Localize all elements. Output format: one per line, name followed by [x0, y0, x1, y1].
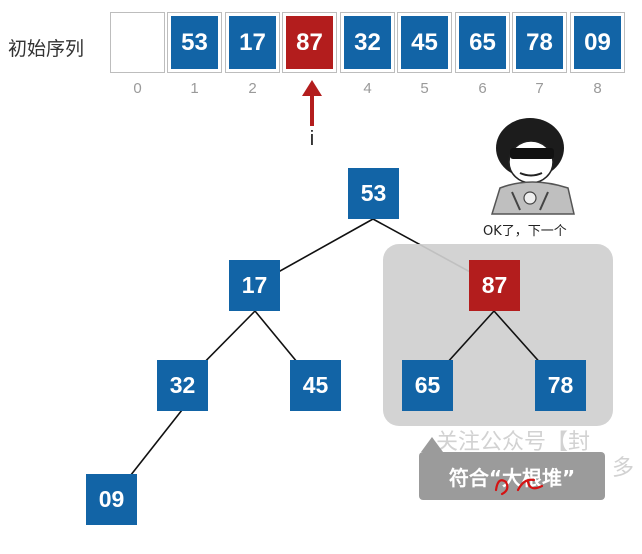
- tree-node: 45: [290, 360, 341, 411]
- watermark-text: 关注公众号【封: [436, 430, 591, 455]
- tooltip-pointer: [421, 437, 443, 452]
- index-label: 2: [248, 80, 257, 97]
- pointer-label: i: [309, 128, 315, 150]
- tree-node: 17: [229, 260, 280, 311]
- array-cell-0: [110, 12, 165, 73]
- tree-node: 65: [402, 360, 453, 411]
- array-value: 53: [171, 16, 218, 69]
- index-label: 7: [535, 80, 544, 97]
- array-value: 78: [516, 16, 563, 69]
- tree-node-root: 53: [348, 168, 399, 219]
- tree-node: 78: [535, 360, 586, 411]
- tooltip-label: 符合“大根堆”: [419, 452, 605, 500]
- index-label: 1: [190, 80, 199, 97]
- up-arrow-icon: [302, 80, 322, 126]
- array-cell-8: 09: [570, 12, 625, 73]
- array-value: 09: [574, 16, 621, 69]
- meme-caption: OK了，下一个: [483, 224, 567, 239]
- array-cell-1: 53: [167, 12, 222, 73]
- array-value: 17: [229, 16, 276, 69]
- array-value: 65: [459, 16, 506, 69]
- array-cell-5: 45: [397, 12, 452, 73]
- scribble-mark: [494, 478, 544, 496]
- tree-node: 09: [86, 474, 137, 525]
- array-cell-6: 65: [455, 12, 510, 73]
- tree-node: 32: [157, 360, 208, 411]
- index-label: 4: [363, 80, 372, 97]
- index-label: 0: [133, 80, 142, 97]
- array-cell-4: 32: [340, 12, 395, 73]
- array-cell-3: 87: [282, 12, 337, 73]
- tree-node-current: 87: [469, 260, 520, 311]
- index-label: 5: [420, 80, 429, 97]
- watermark-side: 多: [612, 456, 635, 481]
- array-value: 45: [401, 16, 448, 69]
- index-label: 8: [593, 80, 602, 97]
- array-cell-2: 17: [225, 12, 280, 73]
- array-value: 32: [344, 16, 391, 69]
- array-cell-7: 78: [512, 12, 567, 73]
- array-value-current: 87: [286, 16, 333, 69]
- sequence-label: 初始序列: [8, 38, 85, 60]
- index-label: 6: [478, 80, 487, 97]
- sunglasses-meme-icon: [490, 118, 575, 215]
